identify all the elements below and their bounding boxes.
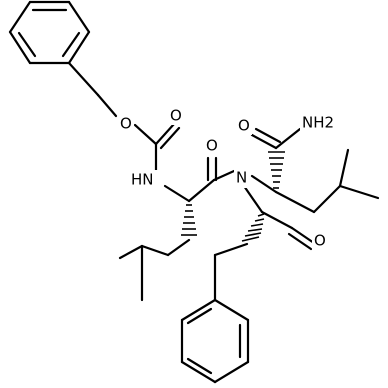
carboxamide-nh2-label: NH2 bbox=[302, 114, 334, 132]
hashed-wedge-phenylalanine bbox=[241, 213, 265, 242]
bond bbox=[61, 31, 81, 58]
bond bbox=[250, 133, 278, 150]
bond bbox=[118, 244, 144, 260]
bond bbox=[67, 0, 91, 34]
bond bbox=[67, 61, 100, 97]
bond bbox=[260, 210, 294, 230]
bond bbox=[290, 226, 316, 245]
benzyl-phenyl-ring bbox=[8, 0, 91, 65]
bond bbox=[187, 178, 216, 203]
bond bbox=[213, 298, 250, 322]
bond bbox=[213, 360, 250, 384]
bond bbox=[159, 126, 181, 150]
bond bbox=[186, 357, 213, 375]
bond bbox=[287, 232, 313, 251]
bond bbox=[186, 307, 213, 325]
bond bbox=[154, 122, 176, 146]
carbamate-nh-label: HN bbox=[131, 171, 154, 189]
bond bbox=[8, 0, 32, 34]
bond bbox=[180, 298, 217, 322]
bond bbox=[212, 169, 236, 182]
bond bbox=[133, 123, 158, 146]
aldehyde-oxygen-label: O bbox=[314, 232, 326, 250]
phenylalanine-phenyl-ring bbox=[180, 298, 250, 384]
bond bbox=[274, 190, 316, 214]
bond bbox=[180, 360, 217, 384]
amide-carbonyl-oxygen-label: O bbox=[206, 137, 218, 155]
atom-labels: O O HN O N O NH2 O bbox=[118, 107, 342, 250]
carboxamide-oxygen-label: O bbox=[238, 117, 250, 135]
bond bbox=[163, 184, 191, 203]
bond bbox=[213, 242, 249, 257]
bond bbox=[250, 174, 278, 194]
bond bbox=[67, 30, 91, 65]
carbamate-carbonyl-oxygen-label: O bbox=[170, 107, 182, 125]
bond bbox=[8, 30, 32, 65]
bond bbox=[338, 148, 350, 188]
hashed-wedge-leucine-side-chain bbox=[181, 204, 197, 236]
hashed-wedge-leucinamide bbox=[268, 151, 285, 189]
bond bbox=[140, 244, 170, 257]
bond bbox=[17, 31, 37, 58]
amide-nitrogen-label: N bbox=[236, 169, 247, 187]
ester-oxygen-label: O bbox=[120, 115, 132, 133]
bond bbox=[166, 238, 191, 257]
bond bbox=[242, 184, 264, 214]
bond bbox=[338, 184, 380, 200]
bond bbox=[254, 127, 282, 144]
bond bbox=[96, 93, 118, 118]
bond bbox=[274, 127, 302, 150]
bond bbox=[312, 184, 342, 214]
